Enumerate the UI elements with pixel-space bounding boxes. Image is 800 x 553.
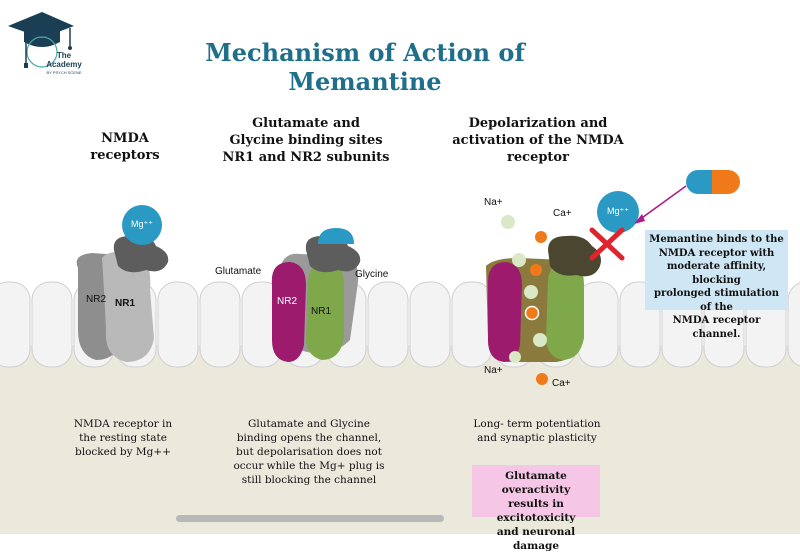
receptor-cap-dark: [548, 235, 601, 277]
nr1-subunit-green: [306, 262, 344, 360]
mg-plug: [122, 205, 162, 245]
logo-line2: Academy: [46, 60, 82, 69]
ca-ion: [536, 373, 548, 385]
ca-ion: [524, 305, 540, 321]
page-title: Mechanism of Action of Memantine: [205, 38, 525, 96]
phospholipid: [199, 281, 241, 368]
na-ion: [524, 285, 538, 299]
na-ion: [512, 253, 526, 267]
nr1-label: NR1: [115, 298, 136, 309]
slide: The Academy BY PSYCH SCENE Mechanism of …: [0, 12, 800, 552]
graduation-cap-icon: [8, 12, 74, 68]
phospholipid: [787, 282, 800, 367]
phospholipid: [157, 281, 199, 368]
horizontal-scrollbar[interactable]: [176, 515, 444, 522]
receptor-resting: [76, 205, 169, 362]
receptor-cap: [305, 235, 361, 273]
glutamate-label: Glutamate: [215, 266, 262, 277]
ca-ion: [535, 231, 547, 243]
block-x-icon: [589, 227, 625, 261]
nmda-diagram: [0, 12, 800, 534]
capsule-icon: [686, 170, 740, 194]
nr2-subunit-magenta: [488, 262, 522, 362]
phospholipid: [0, 281, 31, 368]
cell-interior: [0, 345, 800, 534]
nr1-subunit: [102, 251, 154, 362]
ca-label-bottom: Ca+: [552, 378, 571, 389]
nr1-label: NR1: [311, 306, 332, 317]
phospholipid: [451, 281, 493, 368]
nr2-label: NR2: [277, 296, 298, 307]
na-ion: [509, 351, 521, 363]
logo-line1: The: [56, 51, 72, 60]
receptor-cap: [113, 235, 169, 273]
nr2-label: NR2: [86, 294, 107, 305]
ca-label-top: Ca+: [553, 208, 572, 219]
phospholipid: [409, 281, 451, 368]
receptor-ligand-bound: [271, 228, 361, 362]
mg-blocked-label: Mg⁺⁺: [607, 206, 630, 216]
glycine-label: Glycine: [355, 269, 389, 280]
logo-line3: BY PSYCH SCENE: [46, 70, 82, 75]
nr1-subunit-green: [546, 262, 584, 360]
na-label-bottom: Na+: [484, 365, 503, 376]
ca-ion: [530, 264, 542, 276]
na-label-top: Na+: [484, 197, 503, 208]
ions: [501, 215, 548, 385]
mg-blocked: [597, 191, 639, 233]
na-ion: [533, 333, 547, 347]
pill-arrow: [634, 185, 687, 224]
na-ion: [501, 215, 515, 229]
mg-plug: [318, 228, 354, 244]
phospholipid: [31, 281, 73, 368]
phospholipid: [367, 281, 409, 368]
mg-label: Mg⁺⁺: [131, 219, 154, 229]
nr2-subunit-magenta: [271, 262, 306, 362]
